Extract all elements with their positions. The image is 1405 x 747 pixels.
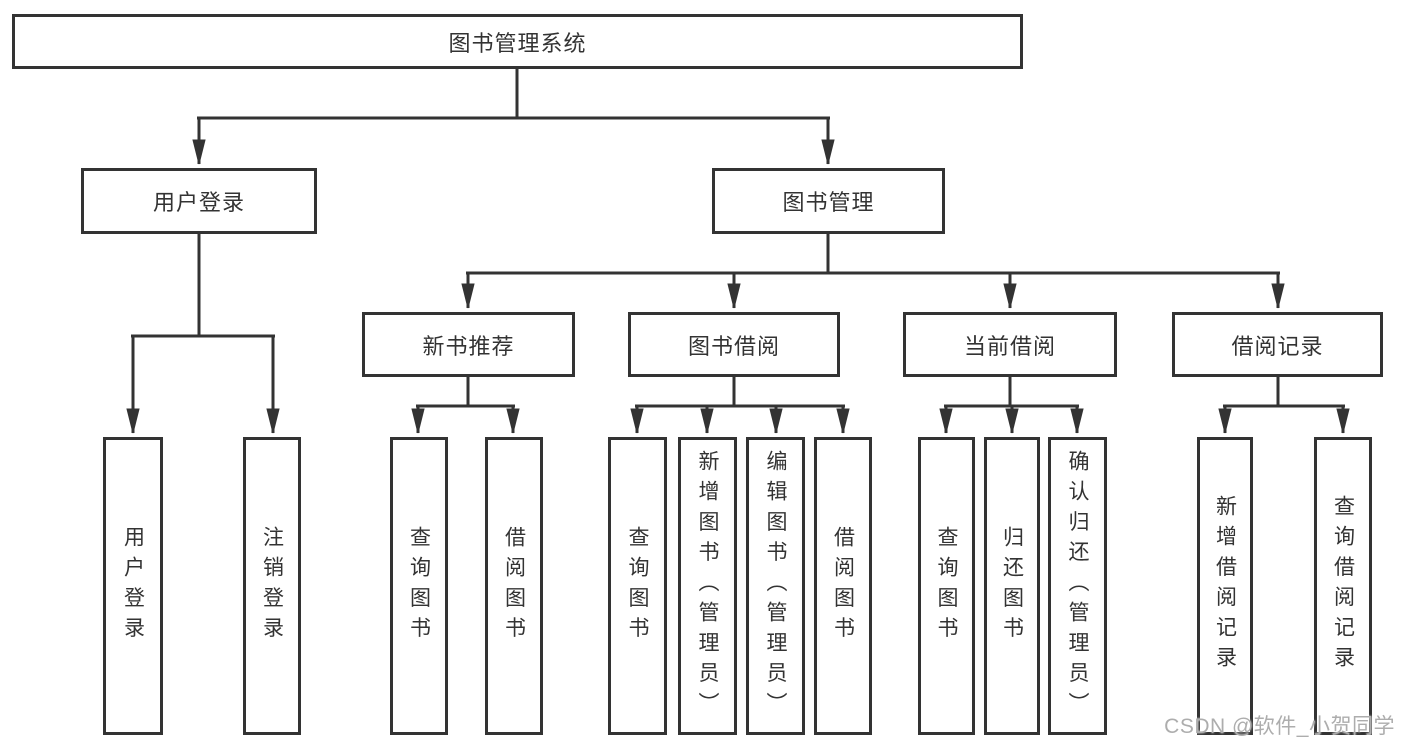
leaf-confirm-return-admin: 确认归还（管理员） [1048,437,1107,735]
leaf-label: 查询图书 [626,525,649,647]
node-library-management-system: 图书管理系统 [12,14,1023,69]
csdn-watermark: CSDN @软件_小贺同学 [1164,715,1395,738]
leaf-label: 新增图书（管理员） [696,449,719,723]
leaf-return-books: 归还图书 [984,437,1040,735]
leaf-add-books-admin: 新增图书（管理员） [678,437,737,735]
leaf-label: 确认归还（管理员） [1066,449,1089,723]
leaf-borrow-books: 借阅图书 [814,437,872,735]
leaf-edit-books-admin: 编辑图书（管理员） [746,437,805,735]
leaf-query-books-borrow: 查询图书 [608,437,667,735]
leaf-label: 归还图书 [1000,525,1024,647]
leaf-label: 注销登录 [260,525,284,647]
leaf-label: 用户登录 [121,525,145,647]
leaf-label: 借阅图书 [502,525,526,647]
leaf-label: 查询借阅记录 [1331,495,1355,677]
leaf-label: 查询图书 [935,525,958,647]
leaf-query-books-recommend: 查询图书 [390,437,448,735]
leaf-label: 新增借阅记录 [1213,495,1237,677]
leaf-label: 借阅图书 [831,525,855,647]
node-new-book-recommend: 新书推荐 [362,312,575,377]
node-user-login: 用户登录 [81,168,317,234]
leaf-label: 编辑图书（管理员） [764,449,787,723]
leaf-label: 查询图书 [407,525,431,647]
node-borrow-records: 借阅记录 [1172,312,1383,377]
node-current-borrow: 当前借阅 [903,312,1117,377]
leaf-query-borrow-record: 查询借阅记录 [1314,437,1372,735]
leaf-logout-login: 注销登录 [243,437,301,735]
leaf-add-borrow-record: 新增借阅记录 [1197,437,1253,735]
node-book-borrow: 图书借阅 [628,312,840,377]
node-book-management: 图书管理 [712,168,945,234]
leaf-user-login: 用户登录 [103,437,163,735]
leaf-query-books-current: 查询图书 [918,437,975,735]
leaf-borrow-books-recommend: 借阅图书 [485,437,543,735]
